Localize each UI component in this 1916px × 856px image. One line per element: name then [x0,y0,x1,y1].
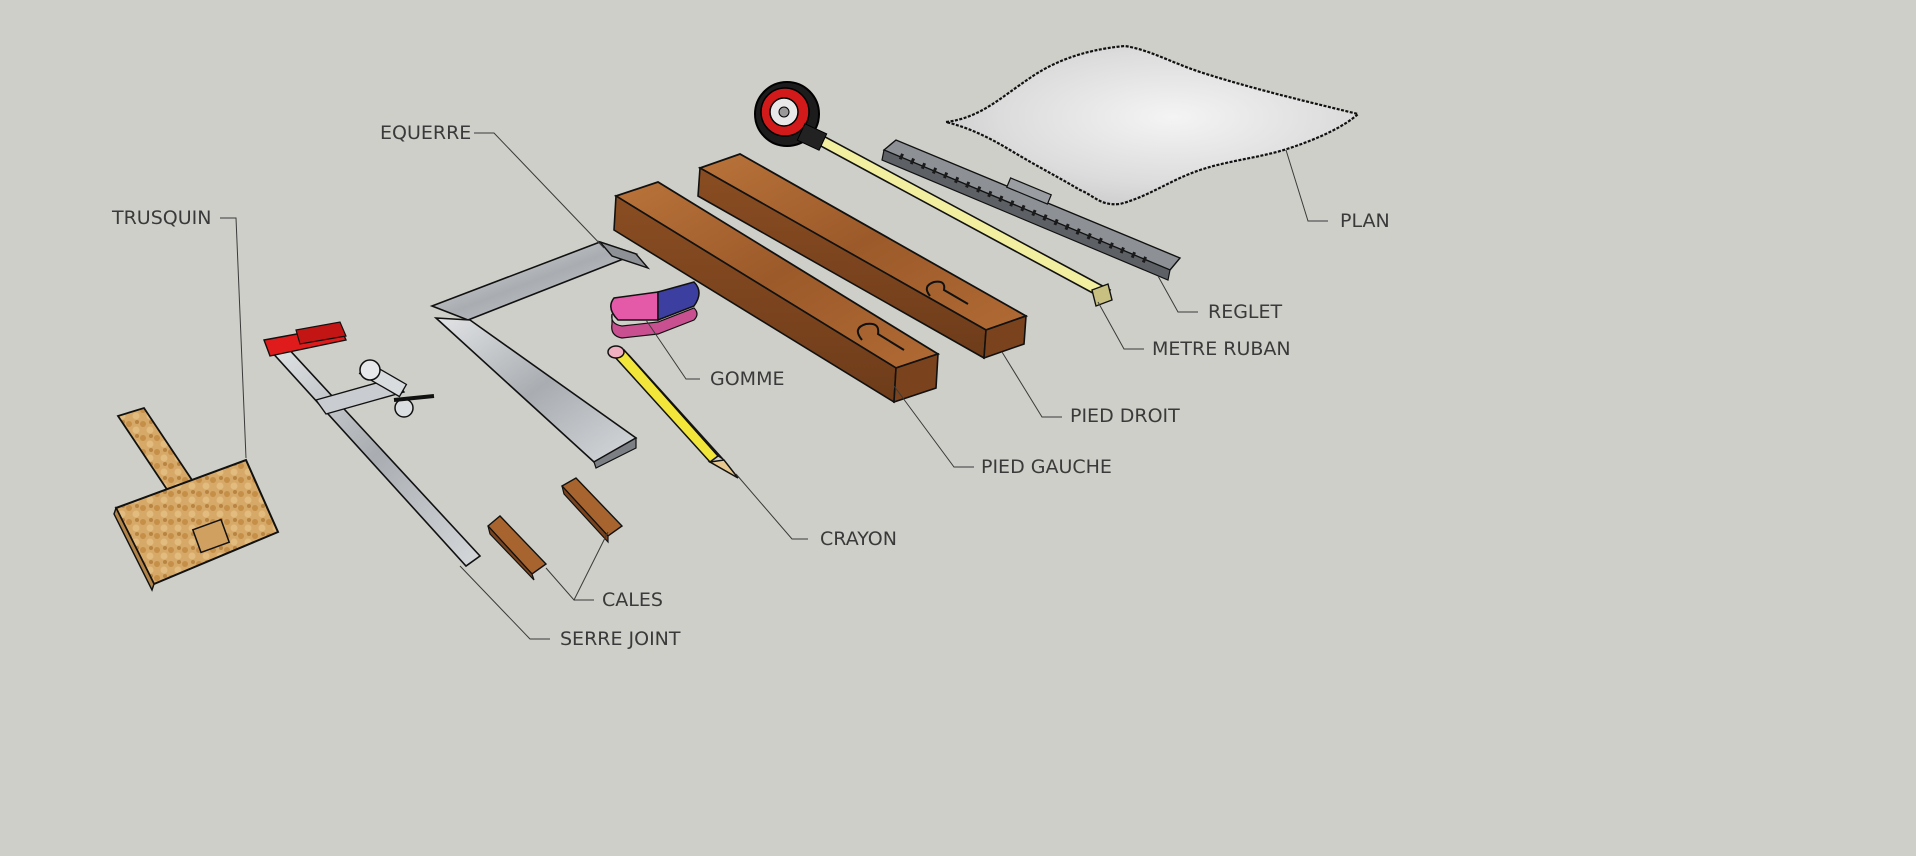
reglet-ruler [881,139,1182,281]
crayon-pencil [607,345,739,479]
leader-equerre [474,132,605,249]
cales-shims [486,477,624,581]
label-plan: PLAN [1340,210,1390,232]
label-equerre: EQUERRE [380,122,472,144]
label-pied-gauche: PIED GAUCHE [981,456,1112,478]
leader-plan [1285,149,1328,222]
plan-paper [945,44,1361,206]
leader-serre-joint [459,565,550,640]
pied-gauche-wood-beam [613,181,941,404]
leader-reglet [1157,275,1198,313]
equerre-square [429,240,651,469]
serre-joint-clamp [263,321,482,568]
leader-metre-ruban [1097,301,1144,350]
label-cales: CALES [602,589,663,611]
leader-pied-gauche [893,385,974,468]
label-crayon: CRAYON [820,528,897,550]
leader-lines [220,132,1328,640]
label-gomme: GOMME [710,368,785,390]
leader-cales [545,531,609,601]
leader-gomme [645,319,700,380]
pied-droit-wood-beam [697,153,1029,360]
label-serre-joint: SERRE JOINT [560,628,681,650]
leader-pied-droit [1001,351,1062,418]
leader-crayon [735,473,808,540]
gomme-eraser [610,281,700,339]
label-pied-droit: PIED DROIT [1070,405,1180,427]
leader-trusquin [220,217,247,459]
label-reglet: REGLET [1208,301,1283,323]
label-trusquin: TRUSQUIN [112,207,212,229]
trusquin-marking-gauge [113,406,280,592]
label-metre-ruban: METRE RUBAN [1152,338,1291,360]
metre-ruban-tape-measure [754,81,1113,307]
